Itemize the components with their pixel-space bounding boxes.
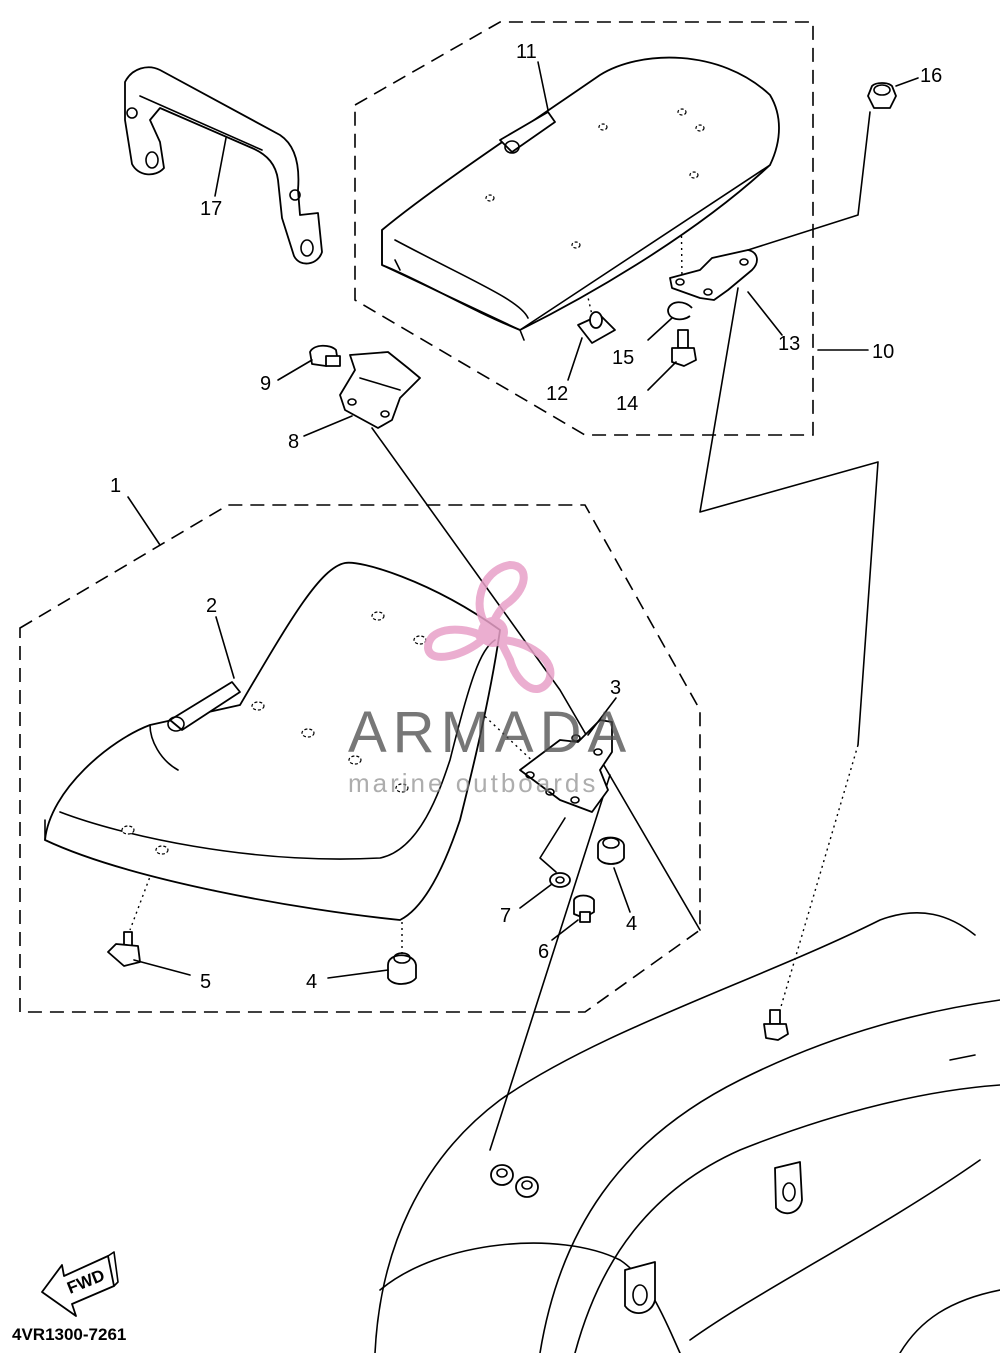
seat-stopper (107, 931, 141, 967)
callout-14: 14 (616, 393, 638, 415)
callout-1: 1 (110, 475, 121, 497)
cap-nut (867, 82, 897, 109)
callout-6: 6 (538, 941, 549, 963)
callout-15: 15 (612, 347, 634, 369)
washer (549, 872, 571, 888)
front-bracket (339, 351, 421, 429)
watermark-title: ARMADA (348, 700, 632, 765)
main-seat-bracket (519, 719, 613, 813)
fender-bolt (763, 1009, 789, 1041)
fwd-arrow-icon: FWD (41, 1251, 119, 1317)
callout-5: 5 (200, 971, 211, 993)
seat-damper-lower (387, 952, 417, 985)
callout-4-upper: 4 (626, 913, 637, 935)
rear-bolt (671, 329, 697, 367)
callout-7: 7 (500, 905, 511, 927)
bolt (573, 894, 595, 923)
rear-seat-bracket (669, 249, 758, 301)
callout-12: 12 (546, 383, 568, 405)
callout-11: 11 (516, 41, 537, 63)
front-bolt (309, 344, 341, 367)
callout-8: 8 (288, 431, 299, 453)
rear-seat (381, 56, 780, 341)
callout-10: 10 (872, 341, 894, 363)
rear-seat-stopper (577, 311, 616, 344)
callout-16: 16 (920, 65, 942, 87)
watermark-subtitle: marine outboards (348, 768, 598, 798)
callout-9: 9 (260, 373, 271, 395)
callout-leaders (127, 61, 919, 979)
main-seat (44, 561, 501, 921)
group-10-outline (354, 21, 814, 436)
callout-4-lower: 4 (306, 971, 317, 993)
callout-13: 13 (778, 333, 800, 355)
callout-17: 17 (200, 198, 222, 220)
callout-3: 3 (610, 677, 621, 699)
rear-fender (374, 912, 1000, 1353)
grab-bar (124, 66, 323, 265)
callout-2: 2 (206, 595, 217, 617)
part-code: 4VR1300-7261 (12, 1325, 126, 1344)
lock-washer (667, 301, 693, 321)
armada-propeller-logo (423, 560, 555, 693)
seat-damper-upper (597, 836, 625, 865)
fender-grommets (490, 1164, 539, 1198)
